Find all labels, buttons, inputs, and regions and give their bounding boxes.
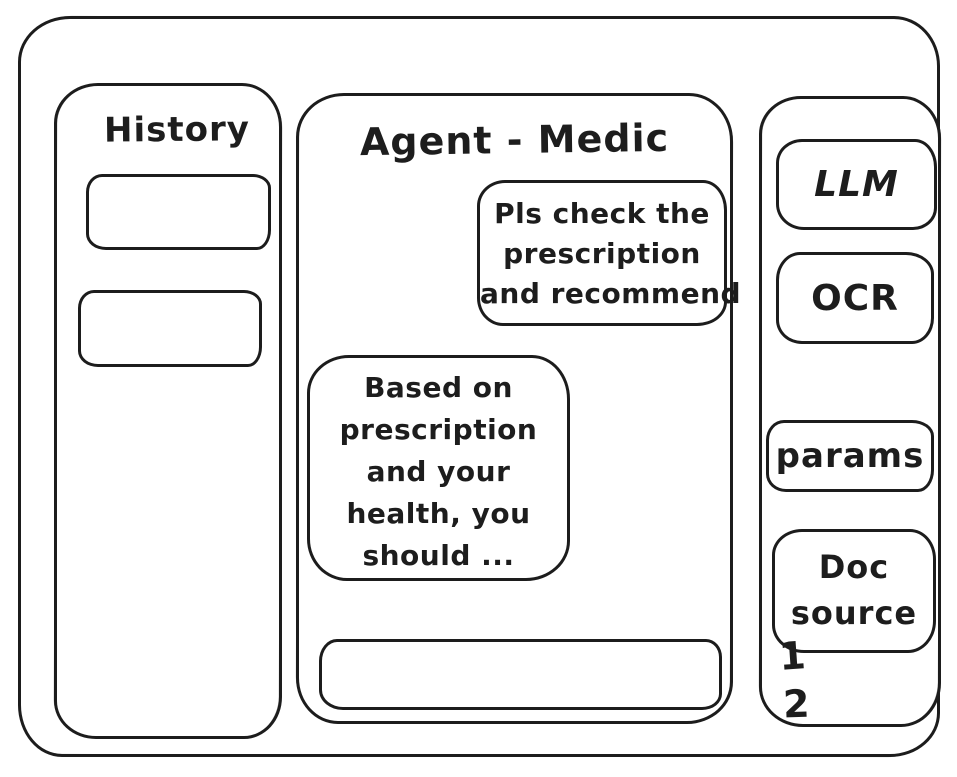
tools-sidebar: LLM OCR params Doc source 1 2	[759, 96, 941, 727]
assistant-message-line: and your	[366, 455, 511, 488]
chat-panel: Agent - Medic Pls check the prescription…	[296, 93, 742, 724]
doc-source-item-1[interactable]: 1	[777, 633, 807, 679]
user-message-line: Pls check the	[494, 197, 710, 230]
doc-source-label-line: source	[790, 594, 918, 632]
doc-source-label-line: Doc	[818, 548, 890, 586]
assistant-message-line: health, you	[346, 497, 531, 530]
history-sidebar: History	[54, 83, 282, 739]
history-title: History	[103, 109, 251, 151]
assistant-message-line: should ...	[362, 539, 515, 572]
history-item-2[interactable]	[78, 290, 262, 367]
ocr-button[interactable]: OCR	[776, 252, 934, 344]
chat-title: Agent - Medic	[359, 115, 670, 165]
user-message-line: and recommend	[480, 277, 742, 310]
history-item-1[interactable]	[86, 174, 271, 250]
llm-button[interactable]: LLM	[776, 139, 937, 230]
assistant-message-line: prescription	[339, 413, 538, 446]
assistant-message-bubble: Based on prescription and your health, y…	[307, 355, 570, 581]
user-message-bubble: Pls check the prescription and recommend	[477, 180, 742, 326]
app-window: History Agent - Medic Pls check the pres…	[18, 16, 941, 757]
doc-source-button[interactable]: Doc source	[772, 529, 936, 653]
assistant-message-line: Based on	[364, 371, 513, 404]
params-button[interactable]: params	[766, 420, 934, 492]
message-input[interactable]	[319, 639, 722, 710]
doc-source-item-2[interactable]: 2	[782, 681, 811, 727]
user-message-line: prescription	[503, 237, 701, 270]
